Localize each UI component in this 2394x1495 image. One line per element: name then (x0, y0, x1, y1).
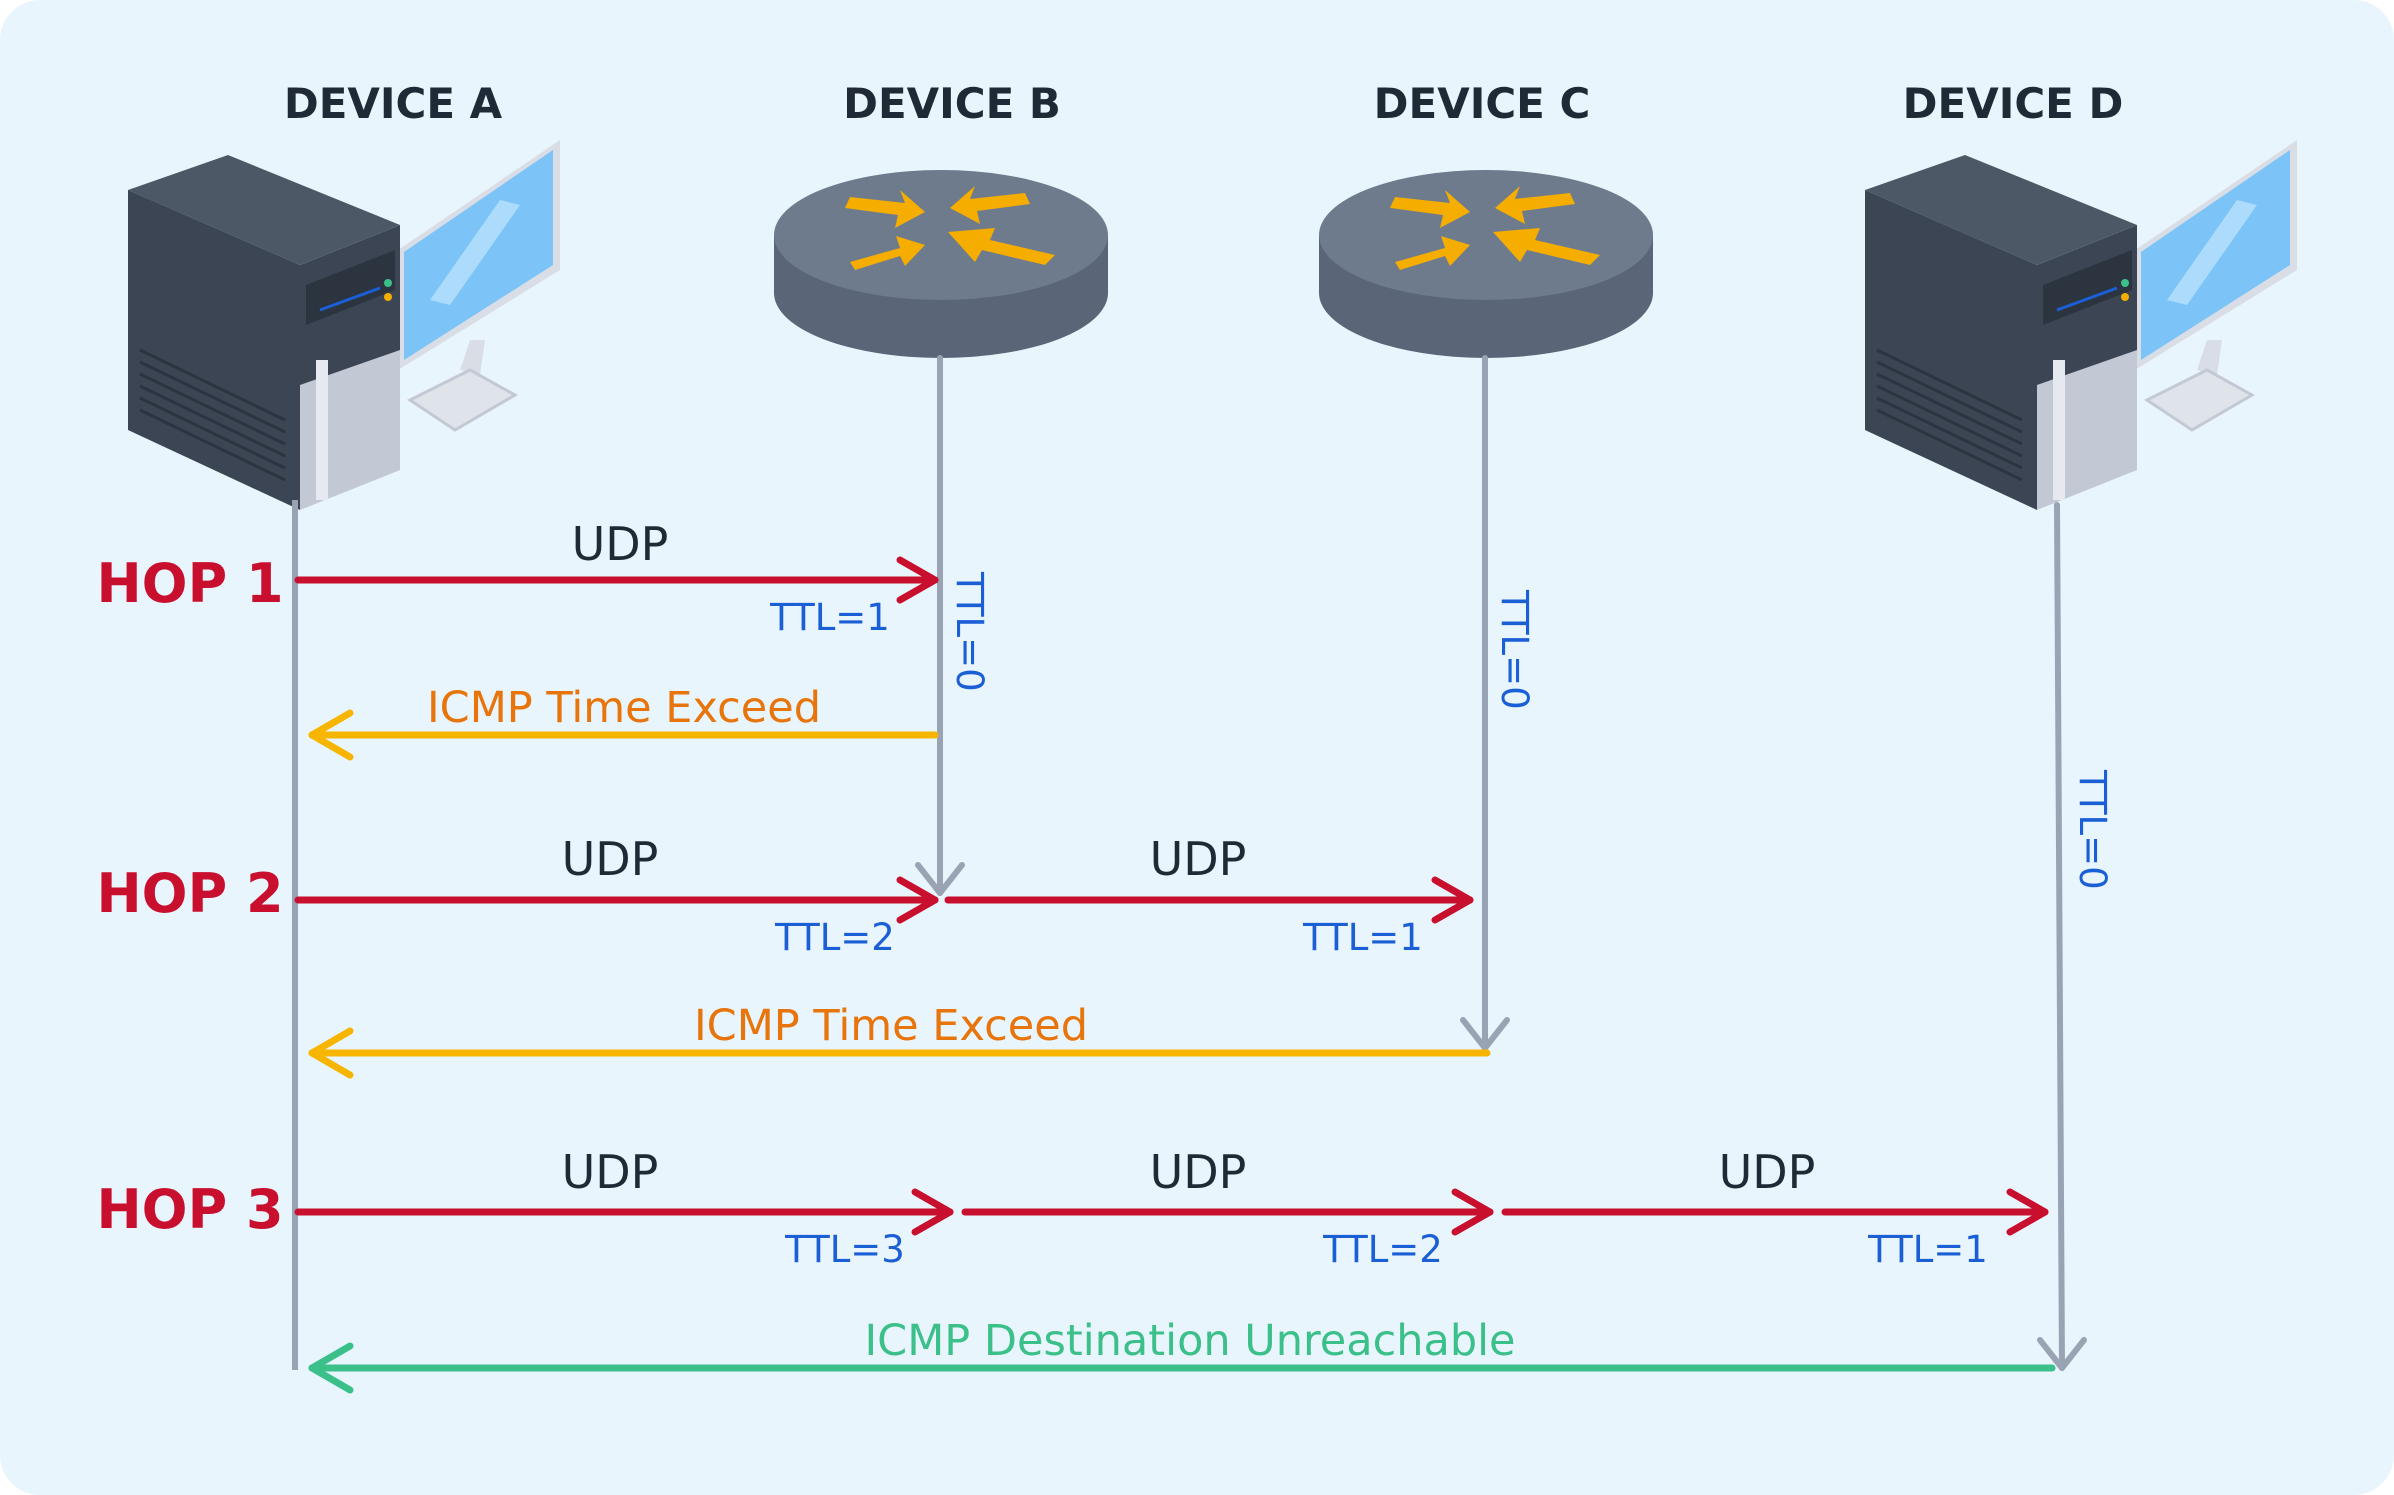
device-b-label: DEVICE B (843, 79, 1061, 128)
hop3-udp-ttl-label-2: TTL=2 (1322, 1228, 1443, 1271)
hop2-udp-ttl-label-1: TTL=2 (774, 916, 895, 959)
hop1-time-exceeded-label: ICMP Time Exceed (427, 683, 821, 733)
hop2-expired-ttl-label: TTL=0 (1493, 589, 1536, 710)
hop3-udp-arrow-c-to-d (1501, 1188, 2049, 1236)
hop1-expired-ttl-label: TTL=0 (948, 571, 991, 692)
hop3-udp-label-3: UDP (1719, 1145, 1816, 1199)
hop3-expired-ttl-label: TTL=0 (2071, 769, 2114, 890)
hop1-time-exceeded-arrow (308, 709, 939, 761)
hop3-destination-unreachable-label: ICMP Destination Unreachable (864, 1316, 1515, 1366)
hop1-udp-label: UDP (572, 517, 669, 571)
hop3-destination-unreachable-arrow (308, 1342, 2056, 1394)
hop2-udp-label-1: UDP (562, 832, 659, 886)
hop2-time-exceeded-label: ICMP Time Exceed (694, 1001, 1088, 1051)
hop3-udp-ttl-label-1: TTL=3 (784, 1228, 905, 1271)
hop3-udp-ttl-label-3: TTL=1 (1867, 1228, 1988, 1271)
device-d-lifeline (2037, 502, 2087, 1371)
hop3-udp-label-2: UDP (1150, 1145, 1247, 1199)
device-d-computer-icon (1865, 140, 2297, 510)
hop2-time-exceeded-arrow (308, 1027, 1491, 1079)
hop3-udp-arrow-a-to-b (294, 1188, 954, 1236)
hop2-udp-ttl-label-2: TTL=1 (1302, 916, 1423, 959)
device-c-router-icon (1319, 170, 1653, 358)
device-a-computer-icon (128, 140, 560, 510)
device-c-lifeline (1460, 355, 1510, 1051)
hop2-udp-arrow-a-to-b (294, 876, 939, 924)
hop1-label: HOP 1 (96, 552, 283, 615)
hop3-udp-arrow-b-to-c (961, 1188, 1494, 1236)
hop3-udp-label-1: UDP (562, 1145, 659, 1199)
hop3-label: HOP 3 (96, 1178, 283, 1241)
hop1-udp-arrow (294, 556, 939, 604)
device-b-lifeline (915, 355, 965, 896)
hop1-udp-ttl-label: TTL=1 (769, 596, 890, 639)
device-d-label: DEVICE D (1903, 79, 2124, 128)
hop2-udp-arrow-b-to-c (944, 876, 1474, 924)
device-c-label: DEVICE C (1374, 79, 1591, 128)
hop2-label: HOP 2 (96, 862, 283, 925)
device-b-router-icon (774, 170, 1108, 358)
hop2-udp-label-2: UDP (1150, 832, 1247, 886)
device-a-label: DEVICE A (284, 79, 503, 128)
